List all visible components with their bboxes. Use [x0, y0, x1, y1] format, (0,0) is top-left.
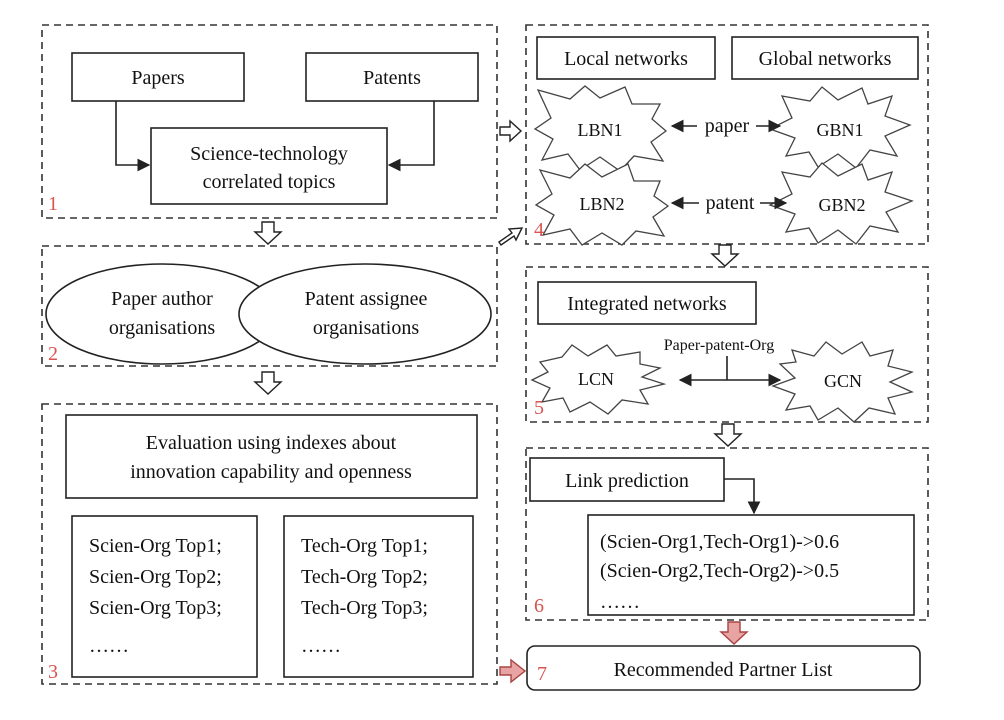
- tech-org-item-more: ……: [301, 635, 341, 657]
- link-prediction-box: [529, 457, 725, 502]
- link-prediction-label: Link prediction: [565, 470, 689, 492]
- section-4-frame: [525, 24, 929, 245]
- arrow-6-to-7: [719, 621, 749, 645]
- patent-org-ellipse: [238, 263, 492, 365]
- scien-org-item-3: Scien-Org Top3;: [89, 597, 222, 619]
- scien-org-item-1: Scien-Org Top1;: [89, 535, 222, 557]
- lbn1-star-shape: [533, 85, 668, 172]
- arrow-5-to-6: [713, 423, 743, 447]
- section-4-networks: Local networks Global networks LBN1 GBN1…: [525, 24, 929, 246]
- section-4-number: 4: [534, 219, 544, 241]
- global-networks-box: [731, 36, 919, 80]
- recommended-partner-box: [526, 645, 921, 691]
- tech-org-item-1: Tech-Org Top1;: [301, 535, 428, 557]
- recommended-partner-label: Recommended Partner List: [614, 659, 833, 681]
- patents-label: Patents: [363, 67, 421, 89]
- gbn2-star-shape: [768, 162, 914, 245]
- paper-patent-org-label: Paper-patent-Org: [664, 337, 774, 354]
- patent-org-line2: organisations: [313, 317, 420, 339]
- section-2-number: 2: [48, 343, 58, 365]
- gbn1-star-shape: [768, 86, 912, 169]
- global-networks-label: Global networks: [759, 48, 892, 70]
- section-1-number: 1: [48, 193, 58, 215]
- gbn2-label: GBN2: [818, 195, 865, 215]
- topics-label-line2: correlated topics: [203, 171, 336, 193]
- evaluation-box: [65, 414, 478, 499]
- lbn2-label: LBN2: [580, 194, 625, 214]
- patent-org-line1: Patent assignee: [305, 288, 428, 310]
- section-6-frame: [525, 447, 929, 621]
- patents-box: [305, 52, 479, 102]
- lcn-star-shape: [530, 344, 667, 415]
- paper-org-line1: Paper author: [111, 288, 213, 310]
- gbn1-label: GBN1: [816, 120, 863, 140]
- topics-box: [150, 127, 388, 205]
- papers-label: Papers: [131, 67, 185, 89]
- section-5-frame: [525, 266, 929, 423]
- arrow-4-to-5: [710, 244, 740, 267]
- scien-org-item-more: ……: [89, 635, 129, 657]
- section-1-topics: Papers Patents Science-technology correl…: [41, 24, 498, 219]
- papers-box: [71, 52, 245, 102]
- arrow-1-to-4: [499, 119, 523, 143]
- prediction-item-more: ……: [600, 591, 640, 613]
- section-2-organisations: Paper author organisations Patent assign…: [41, 245, 498, 367]
- section-5-number: 5: [534, 397, 544, 419]
- local-networks-box: [536, 36, 716, 80]
- arrow-2-to-4: [498, 227, 524, 246]
- patents-to-topics-arrow: [387, 101, 435, 172]
- patent-link-label: patent: [706, 192, 755, 214]
- integrated-networks-box: [537, 281, 757, 325]
- section-3-number: 3: [48, 661, 58, 683]
- scien-org-list-box: [71, 515, 258, 678]
- topics-label-line1: Science-technology: [190, 143, 348, 165]
- lbn2-star-shape: [534, 163, 670, 246]
- papers-to-topics-arrow: [115, 101, 151, 172]
- section-7-number: 7: [537, 663, 547, 685]
- tech-org-item-3: Tech-Org Top3;: [301, 597, 428, 619]
- tech-org-item-2: Tech-Org Top2;: [301, 566, 428, 588]
- section-3-frame: [41, 403, 498, 685]
- arrow-3-to-7: [499, 658, 527, 684]
- paper-org-line2: organisations: [109, 317, 216, 339]
- evaluation-line1: Evaluation using indexes about: [146, 432, 397, 454]
- local-networks-label: Local networks: [564, 48, 688, 70]
- arrow-1-to-2: [253, 221, 283, 245]
- arrow-2-to-3: [253, 371, 283, 395]
- lbn1-label: LBN1: [578, 120, 623, 140]
- paper-link-label: paper: [705, 115, 750, 137]
- section-6-link-prediction: Link prediction (Scien-Org1,Tech-Org1)->…: [525, 447, 929, 621]
- link-prediction-to-result-arrow: [724, 478, 761, 515]
- gcn-label: GCN: [824, 371, 862, 391]
- prediction-item-2: (Scien-Org2,Tech-Org2)->0.5: [600, 560, 839, 582]
- tech-org-list-box: [283, 515, 474, 678]
- section-3-evaluation: Evaluation using indexes about innovatio…: [41, 403, 498, 685]
- section-5-integrated: Integrated networks LCN GCN Paper-patent…: [525, 266, 929, 423]
- scien-org-item-2: Scien-Org Top2;: [89, 566, 222, 588]
- section-6-number: 6: [534, 595, 544, 617]
- prediction-result-box: [587, 514, 915, 616]
- lcn-label: LCN: [578, 369, 614, 389]
- prediction-item-1: (Scien-Org1,Tech-Org1)->0.6: [600, 531, 839, 553]
- section-7-recommended: Recommended Partner List 7: [526, 645, 921, 691]
- integrated-networks-label: Integrated networks: [567, 293, 727, 315]
- evaluation-line2: innovation capability and openness: [130, 461, 412, 483]
